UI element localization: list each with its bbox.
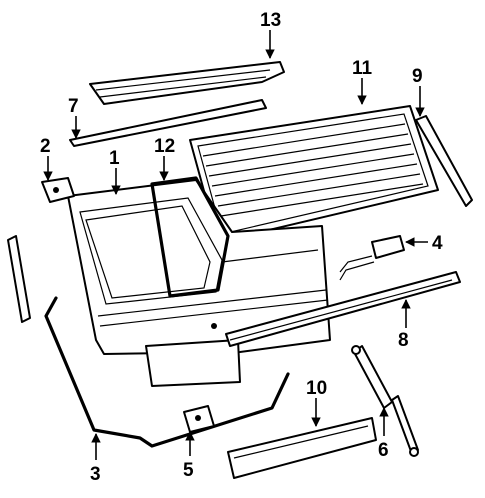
part-license-garnish — [227, 417, 377, 479]
callout-1: 1 — [109, 148, 120, 169]
callout-9: 9 — [412, 66, 423, 87]
part-back-glass — [189, 105, 439, 243]
part-lock-latch — [183, 405, 215, 433]
callout-labels: 13 7 2 1 12 11 9 4 8 10 6 5 3 — [40, 10, 443, 485]
part-side-molding-right — [415, 115, 473, 207]
callout-8: 8 — [398, 330, 409, 351]
callout-10: 10 — [306, 378, 327, 399]
part-latch-handle — [339, 235, 405, 281]
callout-5: 5 — [183, 460, 194, 481]
part-side-trim-left — [7, 235, 31, 323]
part-garnish-strip — [225, 271, 461, 347]
callout-13: 13 — [260, 10, 281, 31]
callout-2: 2 — [40, 136, 51, 157]
part-gas-strut — [351, 345, 419, 457]
callout-7: 7 — [68, 96, 79, 117]
callout-3: 3 — [90, 464, 101, 485]
part-spoiler — [89, 61, 285, 105]
part-upper-molding — [69, 99, 267, 147]
callout-11: 11 — [352, 58, 373, 79]
callout-leaders — [43, 30, 428, 460]
part-glass-seal — [150, 176, 230, 298]
callout-12: 12 — [154, 136, 175, 157]
part-hinge — [41, 177, 75, 203]
part-liftgate-panel — [67, 179, 331, 387]
callout-4: 4 — [432, 233, 443, 254]
callout-6: 6 — [378, 440, 389, 461]
part-weatherstrip — [44, 296, 290, 448]
